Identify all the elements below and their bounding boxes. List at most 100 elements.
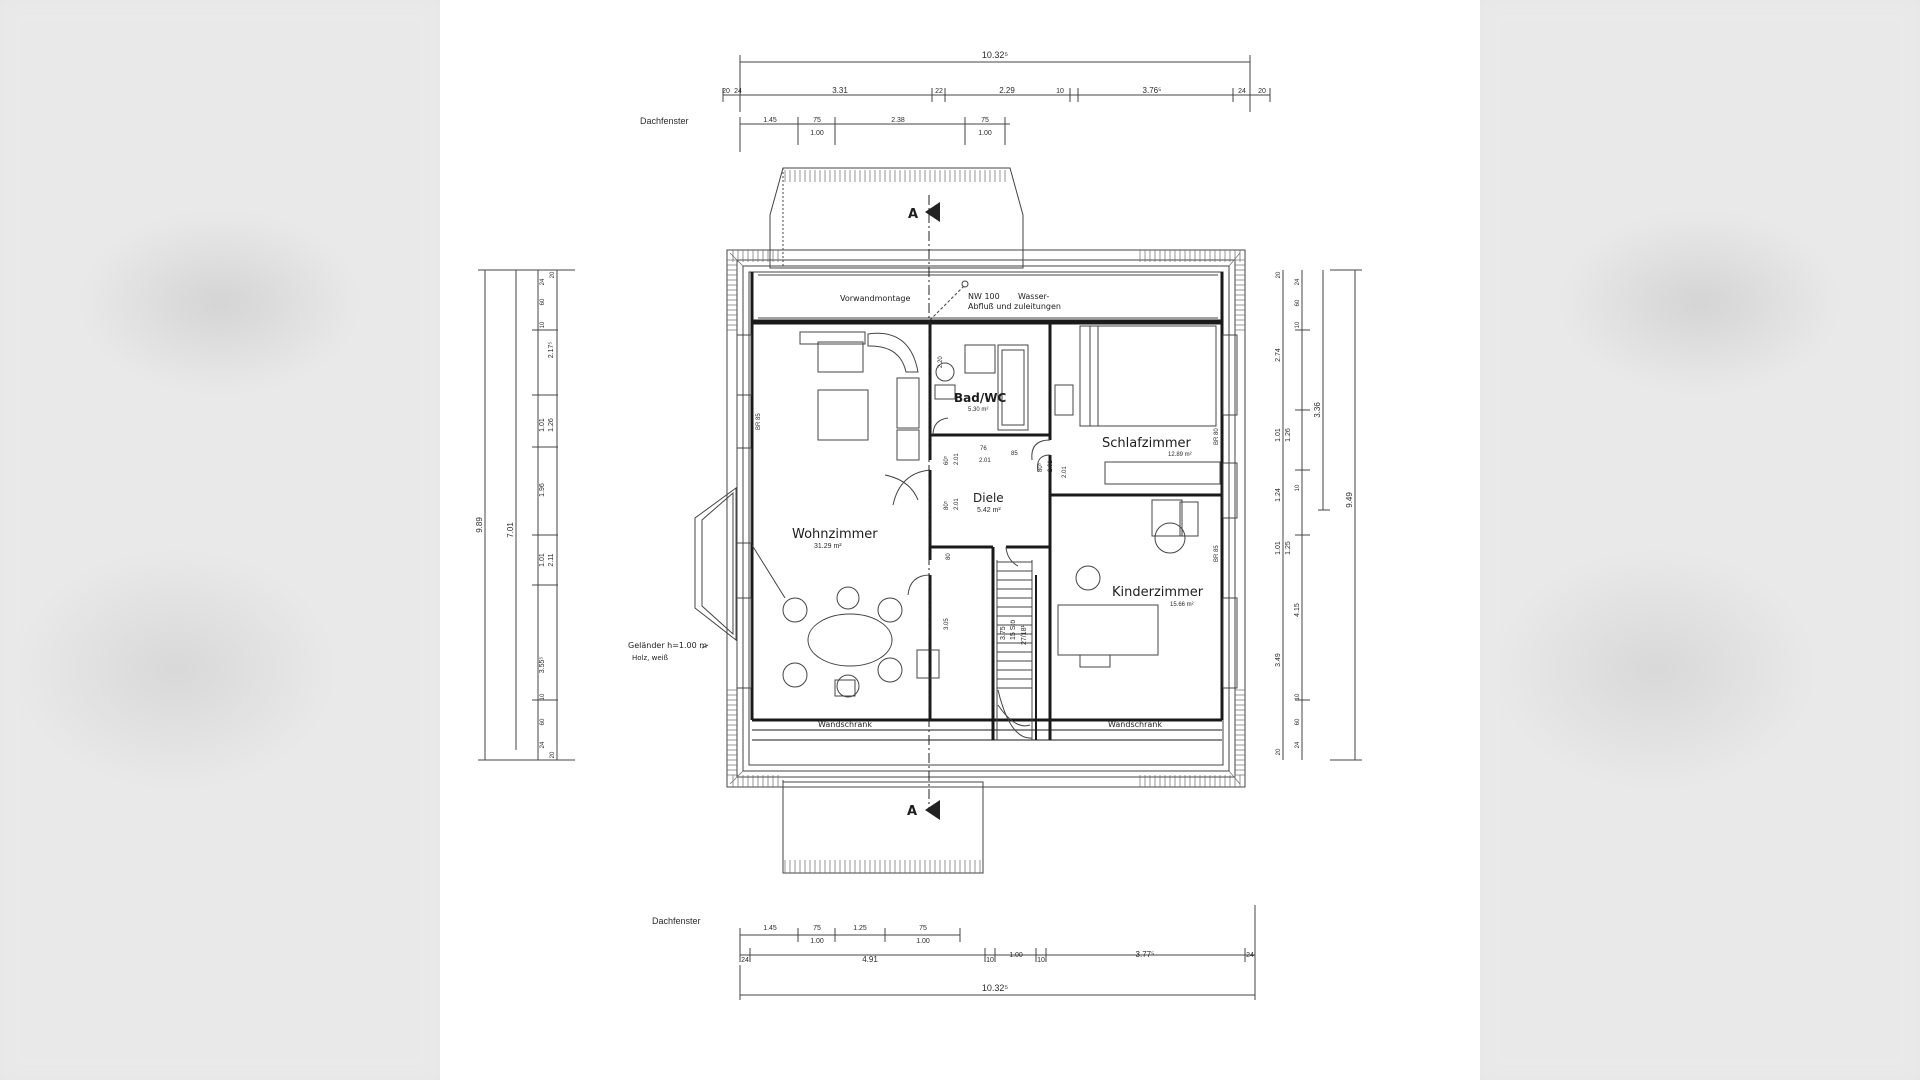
- right-overall-dim: 9.49: [1345, 492, 1354, 508]
- room-area-kids: 15.66 m²: [1170, 602, 1194, 608]
- top-seg-5: 10: [1056, 88, 1064, 95]
- door-dim-12: 3.05: [944, 618, 950, 630]
- left-dim-11: 10: [540, 693, 546, 700]
- staircase: [997, 561, 1032, 689]
- right-dim-16: 20: [1276, 748, 1282, 755]
- room-area-bath: 5.30 m²: [968, 407, 988, 413]
- door-dim-5: 2.01: [954, 453, 960, 465]
- blurred-background-right: [1480, 0, 1920, 1080]
- right-dim-7: 1.24: [1275, 488, 1282, 502]
- railing-note-2: Holz, weiß: [632, 654, 669, 662]
- left-dim-4: 2.17⁵: [548, 342, 555, 359]
- stair-note-0: 3.75: [1000, 626, 1007, 640]
- room-area-living: 31.29 m²: [814, 543, 842, 550]
- plan-labels: Vorwandmontage NW 100 Wasser- Abfluß und…: [628, 280, 1220, 729]
- br-left: BR 85: [756, 413, 762, 430]
- nw-note-line3: Abfluß und zuleitungen: [968, 302, 1061, 311]
- right-dim-9: 1.01: [1275, 541, 1282, 555]
- right-dim-6: 1.26: [1285, 428, 1292, 442]
- br-right-1: BR 80: [1214, 428, 1220, 445]
- floor-plan-drawing: 10.32⁵ 20 24 3.31 22 2.29 10 3.76⁵ 24 20…: [475, 50, 1362, 1000]
- top-win-dim-4: 75: [981, 117, 989, 124]
- right-dim-13: 10: [1295, 693, 1301, 700]
- top-win-dim-5: 1.00: [978, 130, 992, 137]
- bottom-dachfenster-label: Dachfenster: [652, 916, 701, 926]
- bottom-seg-5: 3.77⁵: [1136, 950, 1155, 959]
- right-dim-14: 60: [1295, 718, 1301, 725]
- interior-walls: [694, 272, 1238, 741]
- top-seg-0: 20: [722, 88, 730, 95]
- bottom-win-dim-1: 75: [813, 925, 821, 932]
- bottom-seg-6: 24: [1246, 952, 1254, 959]
- room-area-bedroom: 12.89 m²: [1168, 452, 1192, 458]
- left-dim-12: 60: [540, 718, 546, 725]
- door-dim-4: 60⁵: [943, 455, 950, 465]
- left-dim-3: 10: [540, 321, 546, 328]
- right-dim-15: 24: [1295, 741, 1301, 748]
- door-dim-2: 85: [1011, 451, 1018, 457]
- right-dim-12: 3.49: [1275, 653, 1282, 667]
- nw-note-line2: Wasser-: [1018, 292, 1049, 301]
- roof-hatching-top: [729, 252, 1241, 785]
- left-dim-7: 1.96: [539, 483, 546, 497]
- room-name-hall: Diele: [973, 491, 1004, 505]
- right-dim-10: 1.25: [1285, 541, 1292, 555]
- wardrobe-right: Wandschrank: [1108, 720, 1162, 729]
- top-seg-7: 24: [1238, 88, 1246, 95]
- top-overall-dim: 10.32⁵: [982, 50, 1009, 60]
- door-dim-1: 2.01: [979, 458, 991, 464]
- left-dim-9: 2.11: [548, 553, 555, 566]
- right-dim-2: 60: [1295, 299, 1301, 306]
- right-dim-3: 10: [1295, 321, 1301, 328]
- left-dim-1: 24: [540, 278, 546, 285]
- left-dim-10: 3.55⁵: [539, 657, 546, 674]
- top-seg-6: 3.76⁵: [1143, 86, 1162, 95]
- room-name-living: Wohnzimmer: [792, 527, 878, 542]
- door-dim-11: 2.20: [938, 356, 944, 368]
- door-dim-6: 80⁵: [943, 500, 950, 510]
- wardrobe-left: Wandschrank: [818, 720, 872, 729]
- door-dim-3: 2.01: [1062, 466, 1068, 478]
- top-win-dim-1: 75: [813, 117, 821, 124]
- floor-plan-sheet: 10.32⁵ 20 24 3.31 22 2.29 10 3.76⁵ 24 20…: [440, 0, 1480, 1080]
- right-dimension-chain: 9.49 3.36 20 24 60 10 2.74 1.01 1.26 1.2…: [1275, 269, 1362, 761]
- room-area-hall: 5.42 m²: [977, 507, 1001, 514]
- door-dim-9: 2.01: [1048, 460, 1054, 472]
- vorwandmontage-note: Vorwandmontage: [840, 294, 911, 303]
- left-dimension-chain: 9.89 7.01 20 24 60 10 2.17⁵ 1.01 1.26 1.…: [475, 269, 575, 761]
- furniture: [782, 325, 1221, 739]
- room-name-bedroom: Schlafzimmer: [1102, 436, 1192, 451]
- left-dim-8: 1.01: [539, 553, 546, 567]
- bottom-seg-2: 10: [986, 957, 994, 964]
- bottom-win-dim-4: 75: [919, 925, 927, 932]
- right-dim-0: 20: [1276, 271, 1282, 278]
- bottom-win-dim-5: 1.00: [916, 938, 930, 945]
- bottom-seg-4: 10: [1037, 957, 1045, 964]
- right-dim-4: 2.74: [1275, 348, 1282, 362]
- roof-outline: [726, 167, 1246, 874]
- section-mark-bottom: A: [907, 804, 917, 819]
- door-dim-7: 2.01: [954, 498, 960, 510]
- left-dim-2: 60: [540, 298, 546, 305]
- door-dim-0: 76: [980, 446, 987, 452]
- top-win-dim-0: 1.45: [763, 117, 777, 124]
- room-name-bath: Bad/WC: [954, 391, 1006, 405]
- bottom-win-dim-3: 1.25: [853, 925, 867, 932]
- left-sub-dim: 7.01: [506, 522, 515, 538]
- left-dim-13: 24: [540, 741, 546, 748]
- right-dim-8: 10: [1295, 484, 1301, 491]
- bottom-win-dim-2: 1.00: [810, 938, 824, 945]
- right-dim-1: 24: [1295, 278, 1301, 285]
- top-win-dim-3: 2.38: [891, 117, 905, 124]
- right-dim-5: 1.01: [1275, 428, 1282, 442]
- top-seg-2: 3.31: [832, 86, 848, 95]
- top-seg-1: 24: [734, 88, 742, 95]
- bottom-seg-0: 24: [741, 957, 749, 964]
- right-sub-dim: 3.36: [1313, 402, 1322, 418]
- br-right-2: BR 85: [1214, 545, 1220, 562]
- left-dim-6: 1.26: [548, 418, 555, 432]
- door-dim-10: 80: [946, 553, 952, 560]
- left-dim-5: 1.01: [539, 418, 546, 432]
- left-dim-0: 20: [550, 271, 556, 278]
- bottom-seg-1: 4.91: [862, 955, 878, 964]
